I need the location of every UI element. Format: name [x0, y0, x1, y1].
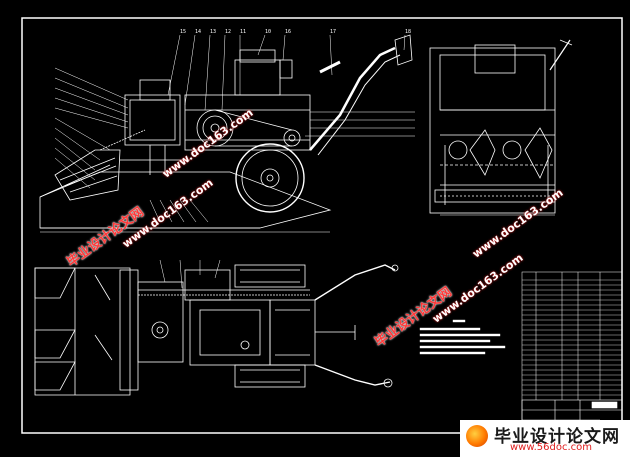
part-number-label: 14 [195, 29, 201, 35]
part-number-label: 10 [265, 29, 271, 35]
part-number-label: 13 [210, 29, 216, 35]
part-number-label: 12 [225, 29, 231, 35]
top-wheel-upper [234, 264, 306, 288]
site-logo: 毕业设计论文网 www.56doc.com [460, 420, 630, 457]
part-number-label: 15 [180, 29, 186, 35]
part-number-label: 11 [240, 29, 246, 35]
top-gearbox [137, 281, 184, 363]
top-engine [184, 269, 231, 301]
logo-title: 毕业设计论文网 [494, 427, 620, 447]
engine [234, 59, 281, 96]
side-frame [429, 47, 556, 214]
logo-url: www.56doc.com [510, 442, 593, 453]
transmission-housing [184, 94, 311, 151]
technical-notes [419, 319, 506, 355]
part-number-label: 17 [330, 29, 336, 35]
top-view [34, 259, 399, 396]
side-pulley-right [502, 140, 522, 160]
top-header [34, 267, 131, 396]
part-number-label: 16 [285, 29, 291, 35]
part-number-label: 18 [405, 29, 411, 35]
belt-pulley-small [283, 129, 301, 147]
top-handle-upper [314, 264, 396, 301]
drive-wheel [235, 143, 305, 213]
sheet-border [21, 17, 623, 434]
side-view [429, 39, 573, 216]
cutter-header [54, 149, 121, 201]
front-gearbox [124, 94, 181, 146]
top-wheel-lower [234, 364, 306, 388]
bom-table [521, 271, 623, 433]
side-engine [474, 44, 516, 74]
side-pulley-left [448, 140, 468, 160]
steering-handle [309, 46, 396, 151]
top-handle-lower [314, 364, 391, 386]
front-view [39, 34, 415, 233]
logo-icon [466, 425, 488, 447]
